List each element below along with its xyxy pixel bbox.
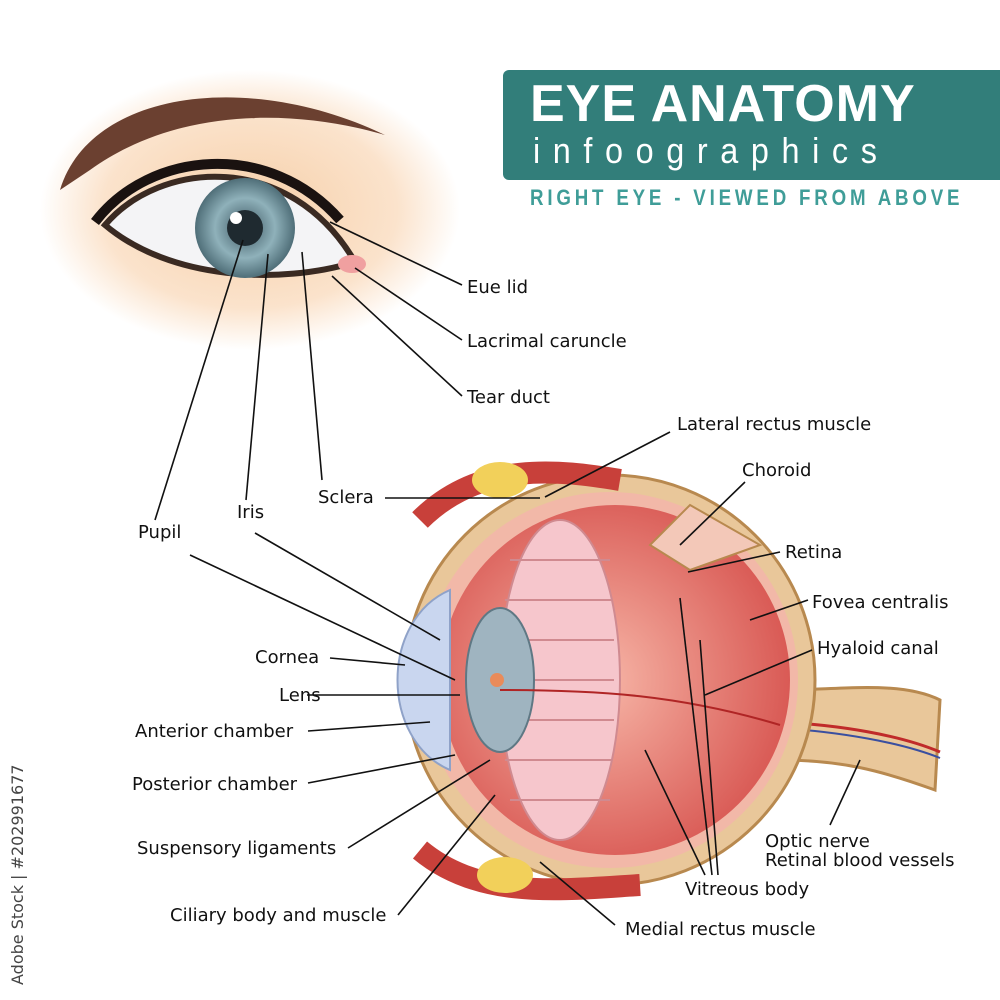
eyeball-cross-section: [396, 461, 942, 901]
label-lateral-rectus: Lateral rectus muscle: [677, 414, 871, 435]
label-eyelid: Eue lid: [467, 277, 528, 298]
caption: RIGHT EYE - VIEWED FROM ABOVE: [530, 185, 964, 210]
optic-nerve-illustration: [778, 686, 942, 793]
title-banner: [503, 70, 1000, 180]
page-subtitle: infoographics: [533, 130, 890, 171]
label-lacrimal-caruncle: Lacrimal caruncle: [467, 331, 627, 352]
label-posterior-chamber: Posterior chamber: [132, 774, 298, 795]
label-sclera: Sclera: [318, 487, 374, 508]
caruncle-illustration: [338, 255, 366, 273]
label-medial-rectus: Medial rectus muscle: [625, 919, 816, 940]
label-optic-nerve: Optic nerve: [765, 831, 870, 852]
label-cornea: Cornea: [255, 647, 319, 668]
label-pupil: Pupil: [138, 522, 181, 543]
leader-lines: [154, 221, 861, 926]
external-eye-illustration: [40, 70, 460, 350]
label-vitreous: Vitreous body: [685, 879, 809, 900]
page-title: EYE ANATOMY: [530, 75, 916, 133]
label-anterior-chamber: Anterior chamber: [135, 721, 294, 742]
label-ciliary: Ciliary body and muscle: [170, 905, 387, 926]
label-lens: Lens: [279, 685, 321, 706]
label-retinal-vessels: Retinal blood vessels: [765, 850, 955, 871]
label-tear-duct: Tear duct: [466, 387, 550, 408]
label-hyaloid: Hyaloid canal: [817, 638, 939, 659]
eyebrow: [60, 97, 385, 190]
label-suspensory: Suspensory ligaments: [137, 838, 336, 859]
eyelashes: [91, 159, 344, 226]
cornea-illustration: [396, 588, 451, 772]
label-retina: Retina: [785, 542, 842, 563]
label-choroid: Choroid: [742, 460, 811, 481]
label-fovea: Fovea centralis: [812, 592, 948, 613]
label-iris: Iris: [237, 502, 264, 523]
watermark: Adobe Stock | #202991677: [8, 764, 27, 985]
